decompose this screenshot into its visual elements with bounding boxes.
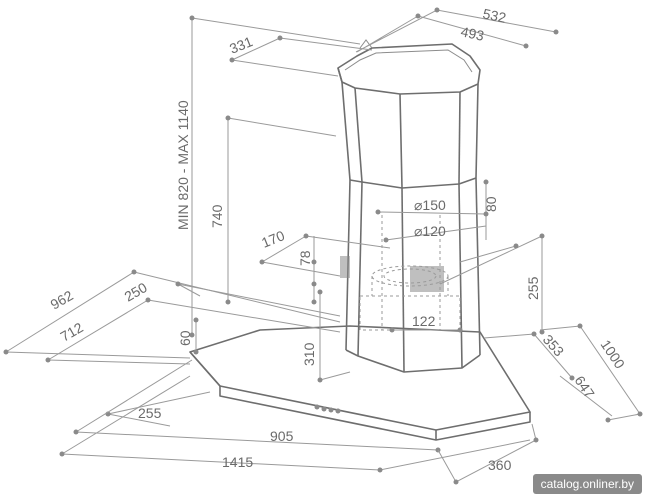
- label-740: 740: [209, 204, 225, 228]
- label-1000: 1000: [598, 337, 629, 372]
- label-493: 493: [459, 23, 485, 44]
- label-353: 353: [540, 331, 568, 359]
- control-buttons: [314, 404, 341, 414]
- label-905: 905: [270, 428, 294, 444]
- label-122: 122: [412, 313, 436, 329]
- dimension-lines: [3, 7, 643, 485]
- label-height-range: MIN 820 - MAX 1140: [175, 100, 191, 230]
- label-170: 170: [259, 227, 287, 251]
- label-1415: 1415: [222, 454, 253, 470]
- label-331: 331: [227, 33, 255, 57]
- label-d150: ⌀150: [414, 197, 446, 213]
- label-962: 962: [48, 287, 76, 313]
- watermark-badge: catalog.onliner.by: [532, 474, 642, 494]
- hood-chimney: [337, 39, 481, 373]
- label-60: 60: [177, 330, 193, 346]
- label-255-right: 255: [525, 276, 541, 300]
- label-712: 712: [58, 319, 86, 345]
- label-255-front: 255: [138, 405, 162, 421]
- label-310: 310: [301, 342, 317, 366]
- dimension-labels: 532 493 331 MIN 820 - MAX 1140 740 80 ⌀1…: [48, 5, 629, 473]
- label-d120: ⌀120: [414, 223, 446, 239]
- hood-canopy: [189, 325, 531, 441]
- label-78: 78: [297, 250, 313, 266]
- label-360: 360: [488, 457, 512, 473]
- label-647: 647: [572, 373, 598, 401]
- label-532: 532: [481, 5, 507, 26]
- label-80: 80: [483, 196, 499, 212]
